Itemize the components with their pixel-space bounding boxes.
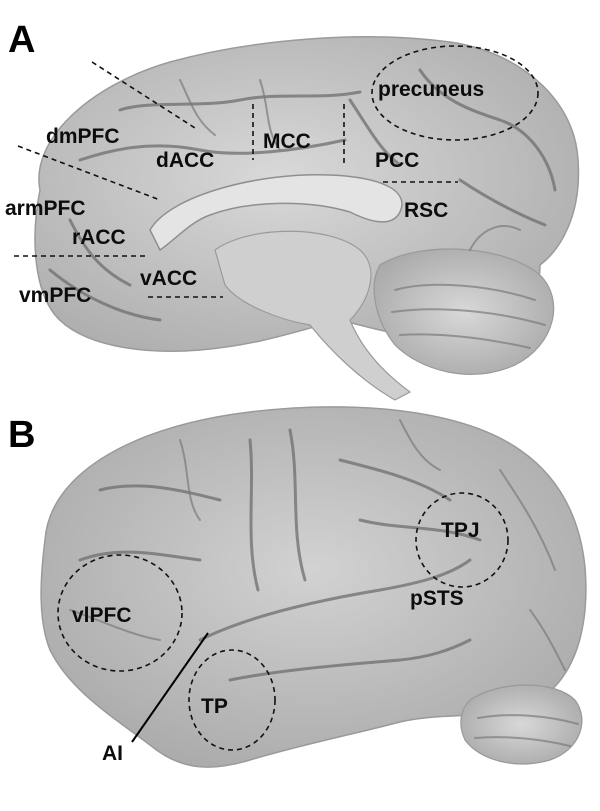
label-precuneus: precuneus	[378, 78, 484, 101]
dmpfc-boundary-line	[91, 61, 196, 129]
label-psts: pSTS	[410, 587, 464, 610]
label-vmpfc: vmPFC	[19, 284, 91, 307]
panel-a-letter: A	[8, 19, 35, 61]
label-vlpfc: vlPFC	[72, 604, 132, 627]
tp-outline	[188, 649, 276, 751]
label-rsc: RSC	[404, 199, 448, 222]
label-vacc: vACC	[140, 267, 197, 290]
label-pcc: PCC	[375, 149, 419, 172]
label-dacc: dACC	[156, 149, 214, 172]
tpj-outline	[415, 492, 509, 588]
label-mcc: MCC	[263, 130, 311, 153]
label-ai: AI	[102, 742, 123, 765]
label-armpfc: armPFC	[5, 197, 86, 220]
label-dmpfc: dmPFC	[46, 125, 120, 148]
panel-a: A	[5, 19, 580, 401]
armpfc-boundary-line	[17, 145, 161, 201]
panel-b: B TPJ pST	[8, 406, 587, 768]
panel-b-letter: B	[8, 414, 35, 456]
lateral-brain-image	[40, 406, 587, 768]
medial-brain-image	[34, 36, 580, 401]
precuneus-outline	[371, 45, 539, 141]
label-tp: TP	[201, 695, 228, 718]
label-racc: rACC	[72, 226, 126, 249]
vlpfc-outline	[57, 554, 183, 672]
ai-pointer-line	[131, 632, 209, 743]
label-tpj: TPJ	[441, 519, 480, 542]
